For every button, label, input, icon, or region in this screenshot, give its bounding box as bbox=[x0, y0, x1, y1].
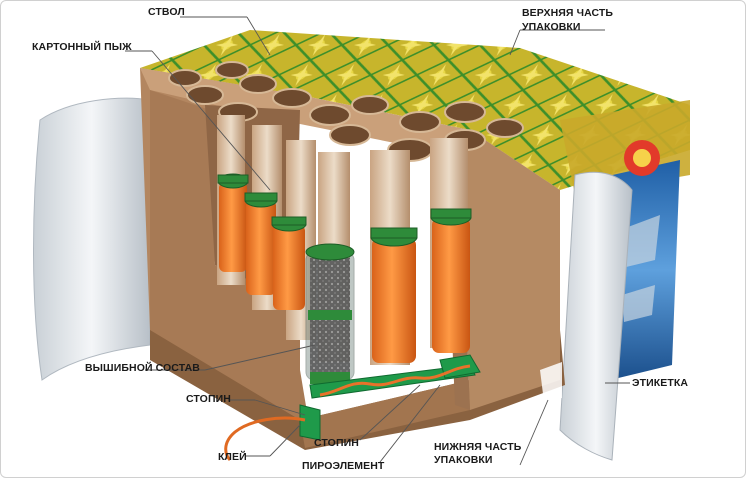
label-barrel: СТВОЛ bbox=[148, 6, 185, 18]
label-bottom-pack-line2: УПАКОВКИ bbox=[434, 454, 493, 466]
label-wad: КАРТОННЫЙ ПЫЖ bbox=[32, 41, 132, 53]
label-top-pack: ВЕРХНЯЯ ЧАСТЬ УПАКОВКИ bbox=[522, 6, 622, 34]
label-sticker: ЭТИКЕТКА bbox=[632, 377, 689, 389]
label-fuse-bottom: СТОПИН bbox=[314, 437, 359, 449]
label-pyro-element: ПИРОЭЛЕМЕНТ bbox=[302, 460, 385, 472]
label-bottom-pack-line1: НИЖНЯЯ ЧАСТЬ bbox=[434, 441, 522, 453]
label-glue: КЛЕЙ bbox=[218, 451, 247, 463]
label-top-pack-text: ВЕРХНЯЯ ЧАСТЬ УПАКОВКИ bbox=[522, 7, 614, 33]
label-bottom-pack: НИЖНЯЯ ЧАСТЬ УПАКОВКИ bbox=[434, 441, 521, 467]
label-fuse-left: СТОПИН bbox=[186, 393, 231, 405]
label-lift-charge: ВЫШИБНОЙ СОСТАВ bbox=[85, 362, 200, 374]
